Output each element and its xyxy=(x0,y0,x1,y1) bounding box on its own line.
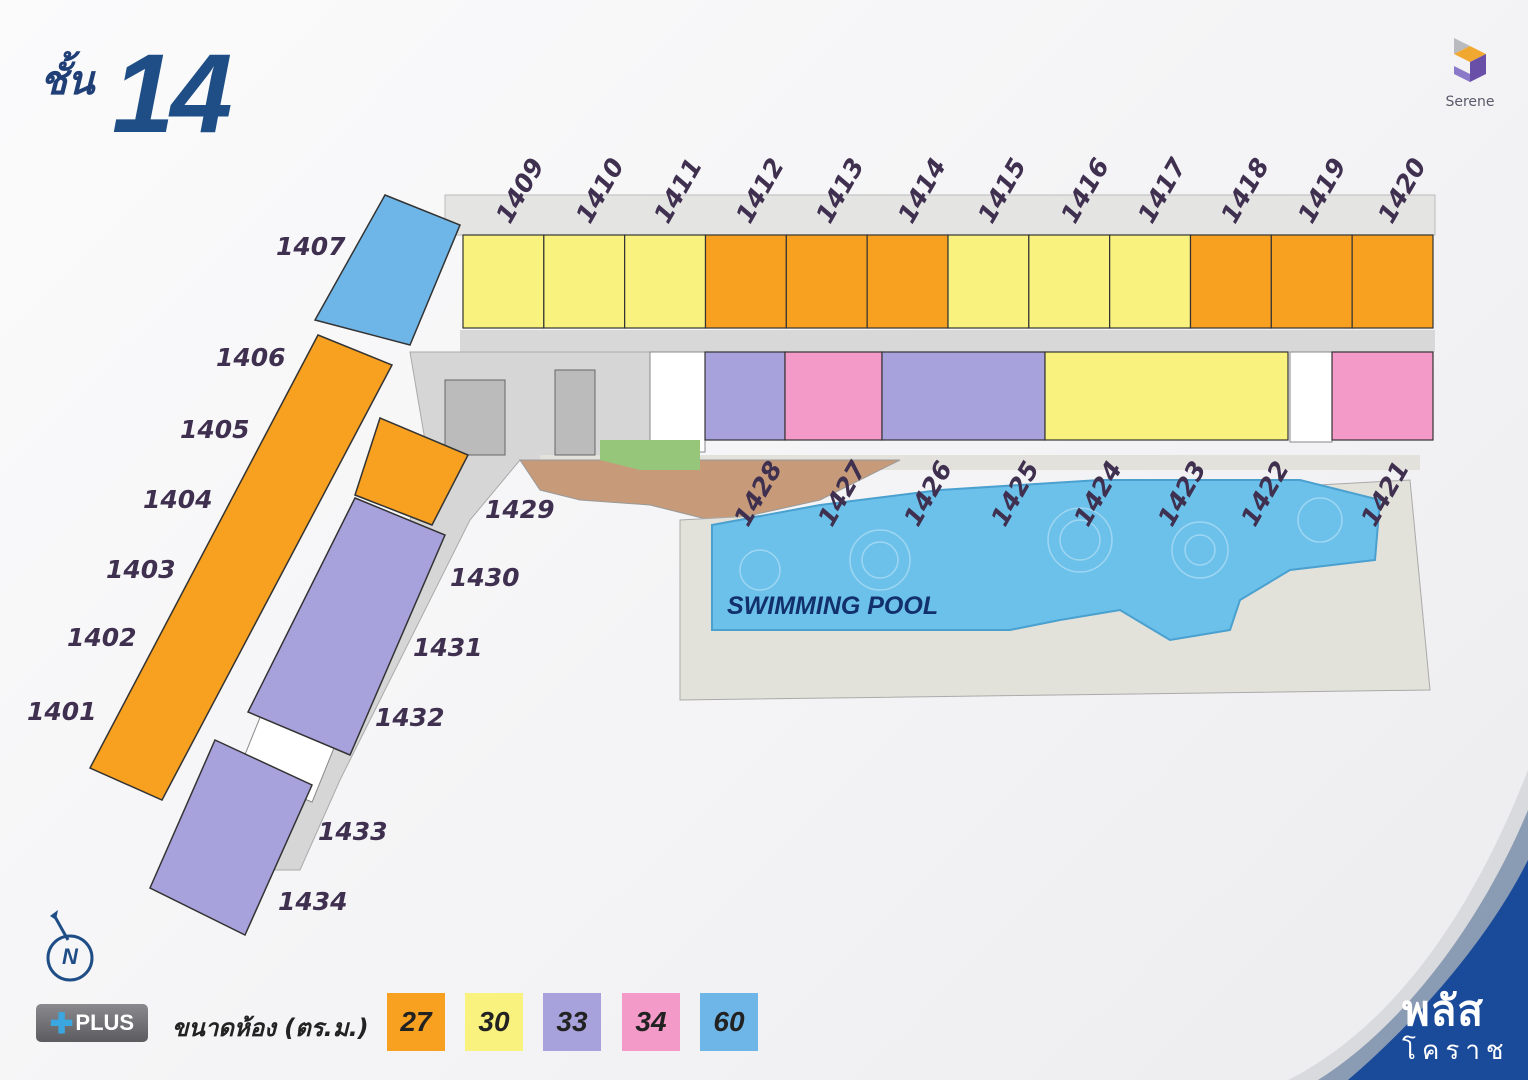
legend-item-34: 34 xyxy=(622,993,680,1051)
pool-ripples xyxy=(739,497,1343,591)
unit-label: 1404 xyxy=(143,485,213,514)
unit-1418 xyxy=(1189,234,1272,329)
corner-brand-line2: โคราช xyxy=(1402,1036,1510,1066)
corner-swoosh xyxy=(1288,770,1528,1080)
plus-icon: ✚ xyxy=(49,1007,74,1039)
unit-1409 xyxy=(462,234,545,329)
unit-1420 xyxy=(1351,234,1434,329)
unit-1415 xyxy=(947,234,1030,329)
north-label: N xyxy=(62,944,78,969)
unit-1413 xyxy=(785,234,868,329)
unit-label: 1430 xyxy=(450,563,520,592)
unit-1430-block xyxy=(354,416,470,526)
west-wing-inner xyxy=(149,416,470,937)
north-arrow: N xyxy=(42,906,98,986)
inner-unit-block xyxy=(1331,351,1434,441)
legend-item-60: 60 xyxy=(700,993,758,1051)
unit-1416 xyxy=(1028,234,1111,329)
units-1433-1434 xyxy=(149,738,313,937)
unit-label: 1432 xyxy=(375,703,445,732)
serene-logo-text: Serene xyxy=(1445,94,1495,110)
top-row-units xyxy=(462,234,1434,329)
inner-unit-block xyxy=(784,351,883,441)
floor-label: ชั้น xyxy=(40,58,95,104)
unit-1412 xyxy=(704,234,787,329)
legend-item-27: 27 xyxy=(387,993,445,1051)
floor-number: 14 xyxy=(112,31,233,156)
pool-label: SWIMMING POOL xyxy=(727,592,938,620)
compass-icon xyxy=(46,910,94,982)
inner-unit-block xyxy=(704,351,786,441)
unit-label: 1407 xyxy=(276,232,346,261)
units-1401-1406 xyxy=(88,334,394,801)
unit-1417 xyxy=(1109,234,1192,329)
unit-label: 1401 xyxy=(27,697,97,726)
legend-size: 33 xyxy=(556,1006,588,1037)
unit-label: 1402 xyxy=(67,623,137,652)
legend-item-33: 33 xyxy=(543,993,601,1051)
legend-item-30: 30 xyxy=(465,993,523,1051)
west-wing-outer xyxy=(88,194,461,801)
units-1431-1432 xyxy=(246,497,446,756)
unit-1407 xyxy=(313,194,461,346)
plus-badge-label: PLUS xyxy=(75,1010,135,1035)
unit-label: 1433 xyxy=(318,817,388,846)
unit-1411 xyxy=(624,234,707,329)
inner-row-units xyxy=(704,351,1434,441)
swimming-pool xyxy=(711,479,1382,642)
unit-1414 xyxy=(866,234,949,329)
unit-label: 1434 xyxy=(278,887,348,916)
unit-label: 1431 xyxy=(413,633,483,662)
unit-label: 1405 xyxy=(180,415,250,444)
unit-label: 1403 xyxy=(106,555,176,584)
unit-1419 xyxy=(1270,234,1353,329)
corner-brand-line1: พลัส xyxy=(1402,986,1485,1035)
plus-badge: ✚ PLUS xyxy=(36,1004,148,1042)
legend-size: 60 xyxy=(713,1006,745,1037)
inner-unit-block xyxy=(1044,351,1289,441)
legend-size: 30 xyxy=(478,1006,510,1037)
legend-size: 27 xyxy=(400,1006,432,1037)
core-areas xyxy=(237,351,1333,803)
inner-unit-block xyxy=(881,351,1046,441)
unit-label: 1406 xyxy=(216,343,286,372)
unit-label: 1429 xyxy=(485,495,555,524)
serene-logo: Serene xyxy=(1440,36,1500,116)
unit-1410 xyxy=(543,234,626,329)
legend-size: 34 xyxy=(635,1006,667,1037)
serene-logo-icon xyxy=(1454,38,1486,82)
legend-label: ขนาดห้อง (ตร.ม.) xyxy=(172,1014,369,1042)
